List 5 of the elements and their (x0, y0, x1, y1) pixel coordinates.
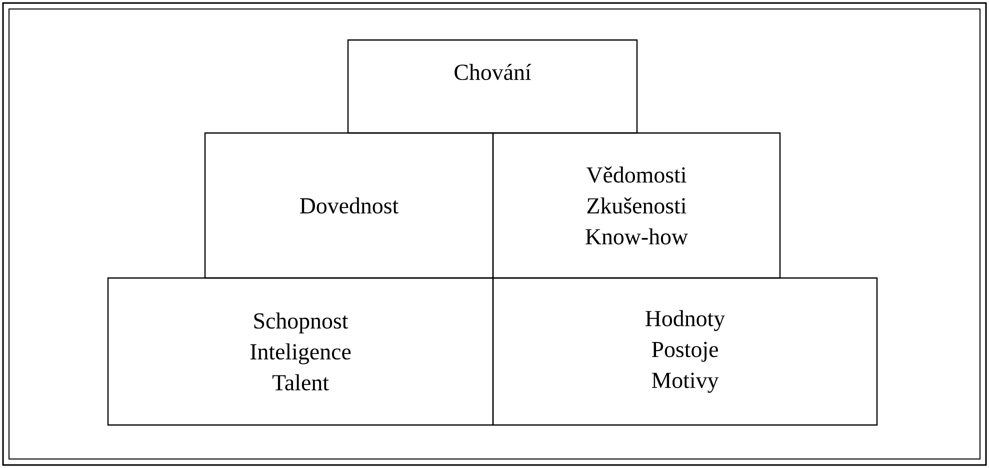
text-box: Chování (347, 39, 638, 134)
text-box: Schopnost Inteligence Talent (107, 277, 494, 426)
text-box: Vědomosti Zkušenosti Know-how (492, 132, 781, 279)
text-box: Dovednost (204, 132, 494, 279)
text-box: Hodnoty Postoje Motivy (492, 277, 878, 426)
